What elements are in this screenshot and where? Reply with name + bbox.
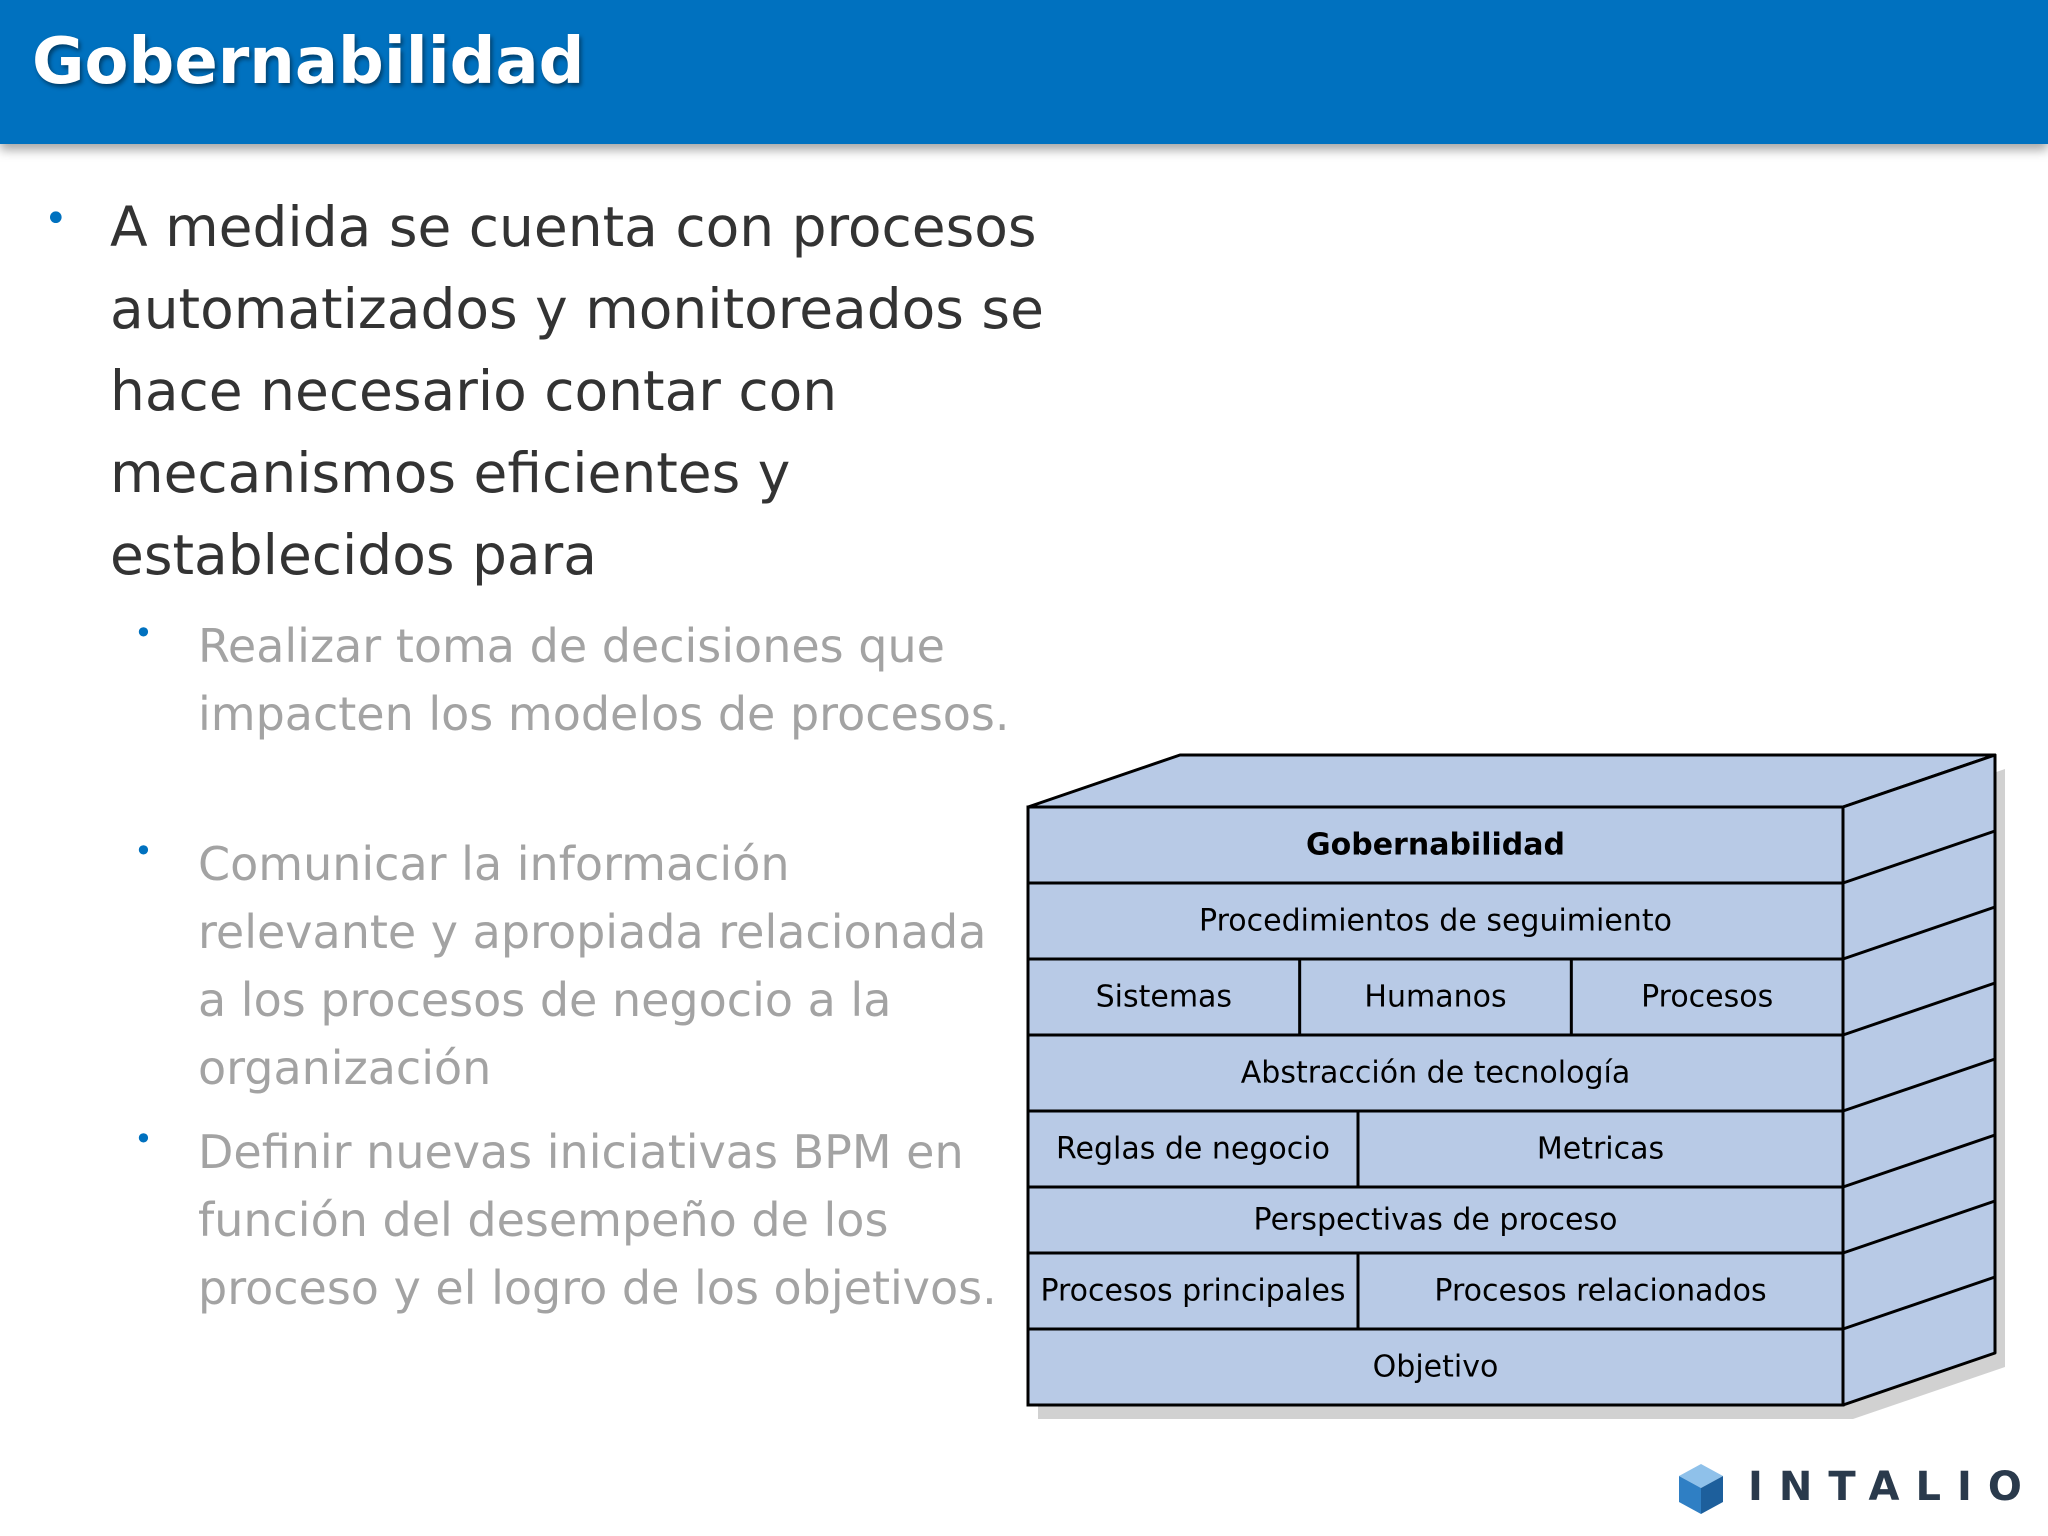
diagram-layer-label: Perspectivas de proceso — [1254, 1203, 1618, 1238]
sub-bullet-2: Comunicar la información relevante y apr… — [198, 837, 987, 1095]
sub-bullet-3: Definir nuevas iniciativas BPM en funció… — [198, 1125, 997, 1315]
diagram-layer — [1026, 1251, 1845, 1331]
diagram-side-divider — [1842, 1133, 1996, 1189]
sub-bullet-1: Realizar toma de decisiones que impacten… — [198, 619, 1010, 741]
diagram-layer-label: Gobernabilidad — [1306, 828, 1565, 863]
intalio-logo: INTALIO — [1676, 1460, 2026, 1520]
diagram-layer-label: Objetivo — [1373, 1350, 1499, 1385]
diagram-side-face — [1841, 753, 1997, 1407]
main-bullet-text: A medida se cuenta con procesos automati… — [110, 195, 1044, 587]
diagram-layer — [1026, 1185, 1845, 1255]
diagram-layer — [1026, 1327, 1845, 1407]
diagram-layer-label: Procedimientos de seguimiento — [1199, 904, 1672, 939]
diagram-side-divider — [1842, 1275, 1996, 1331]
diagram-side-divider — [1842, 981, 1996, 1037]
sub-bullet-dot: • — [134, 1120, 153, 1158]
header-bar: Gobernabilidad — [0, 0, 2048, 144]
diagram-layer-label: Procesos relacionados — [1434, 1274, 1766, 1309]
diagram-layer-label: Abstracción de tecnología — [1241, 1056, 1630, 1091]
diagram-layer-label: Procesos principales — [1040, 1274, 1345, 1309]
diagram-layer-label: Humanos — [1364, 980, 1506, 1015]
sub-bullet-dot: • — [134, 832, 153, 870]
diagram-layer-label: Reglas de negocio — [1056, 1132, 1330, 1167]
sub-bullet-dot: • — [134, 614, 153, 652]
diagram-layer-label: Sistemas — [1096, 980, 1232, 1015]
diagram-layer — [1026, 1109, 1845, 1189]
bullet-dot: • — [44, 196, 68, 242]
diagram-layer-label: Metricas — [1537, 1132, 1664, 1167]
diagram-top-face — [1026, 753, 1997, 809]
diagram-layer — [1026, 881, 1845, 961]
cube-icon — [1679, 1464, 1723, 1514]
diagram-side-divider — [1842, 1199, 1996, 1255]
diagram-side-divider — [1842, 905, 1996, 961]
diagram-side-divider — [1842, 1057, 1996, 1113]
slide-title: Gobernabilidad — [32, 25, 585, 99]
diagram-layer-label: Procesos — [1641, 980, 1773, 1015]
diagram-side-divider — [1842, 829, 1996, 885]
diagram-layer — [1026, 957, 1845, 1037]
logo-text: INTALIO — [1748, 1464, 2038, 1510]
